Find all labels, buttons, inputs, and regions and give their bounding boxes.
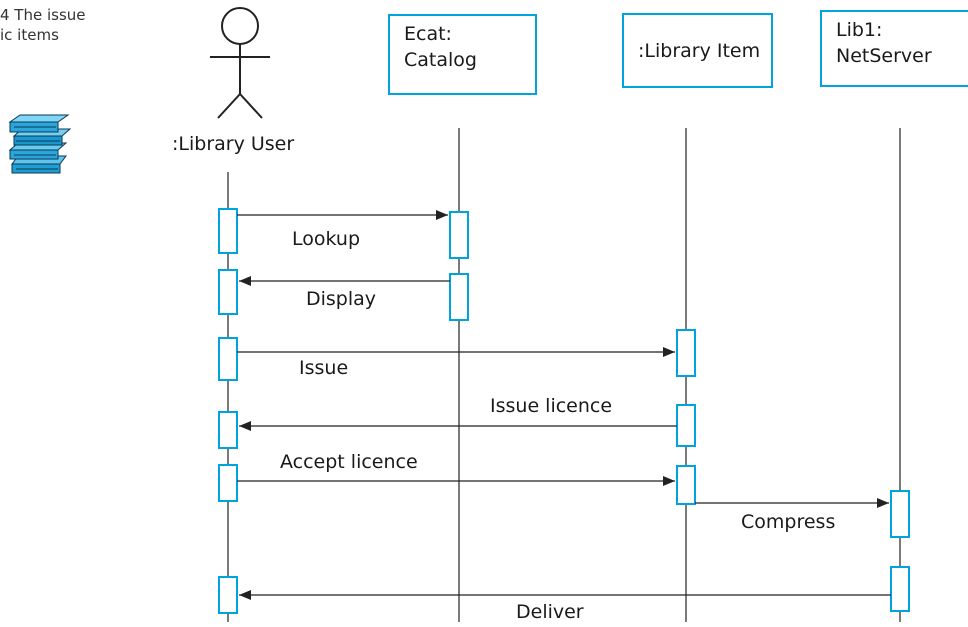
actor-left-leg (217, 93, 241, 119)
activation-catalog-lookup (449, 211, 469, 259)
library-user-label: :Library User (172, 133, 295, 155)
library-item-object: :Library Item (622, 13, 773, 88)
activation-user-issue (218, 337, 238, 381)
actor-head (221, 7, 259, 45)
issue-label: Issue (299, 357, 349, 379)
activation-user-licence (218, 411, 238, 449)
figure-caption: 4 The issue ic items (0, 6, 86, 44)
books-icon (8, 114, 72, 174)
netserver-object: Lib1: NetServer (820, 10, 968, 87)
activation-user-accept (218, 464, 238, 502)
catalog-object: Ecat: Catalog (388, 14, 537, 95)
accept-licence-label: Accept licence (280, 451, 418, 473)
activation-server-deliver (890, 566, 910, 612)
activation-user-deliver (218, 576, 238, 614)
library-user-actor (210, 7, 270, 119)
activation-item-accept (676, 465, 696, 505)
activation-item-issue (676, 329, 696, 377)
compress-label: Compress (741, 511, 836, 533)
lookup-label: Lookup (292, 228, 361, 250)
issue-licence-label: Issue licence (490, 395, 613, 417)
activation-server-compress (890, 490, 910, 538)
deliver-label: Deliver (516, 601, 584, 623)
activation-item-licence (676, 404, 696, 447)
activation-catalog-display (449, 273, 469, 321)
display-label: Display (306, 288, 377, 310)
actor-right-leg (239, 93, 263, 119)
activation-user-display (218, 269, 238, 315)
activation-user-lookup (218, 208, 238, 254)
